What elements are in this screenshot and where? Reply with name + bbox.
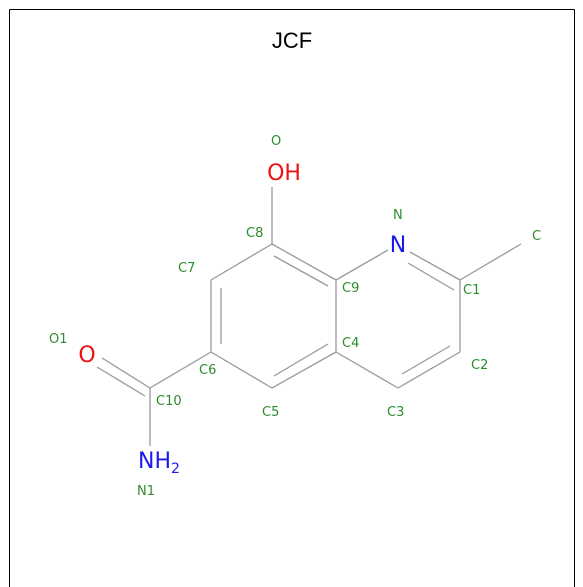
molecule-title: JCF <box>272 28 312 53</box>
annot-o1: O1 <box>49 332 68 347</box>
bond-n-c1-inner <box>407 262 455 291</box>
bond-c1-c <box>459 243 522 281</box>
annot-c4: C4 <box>342 336 359 351</box>
annot-c7: C7 <box>178 261 195 276</box>
annot-o: O <box>271 134 281 149</box>
annot-c10: C10 <box>156 394 182 409</box>
annot-c8: C8 <box>246 226 263 241</box>
bond-c2-c3-inner <box>401 345 451 375</box>
hydroxyl-oxygen-symbol: OH <box>267 161 301 186</box>
amide-nitrogen-main: NH <box>138 449 171 474</box>
bond-n-c1 <box>409 251 461 281</box>
bond-c3-c4 <box>335 351 399 389</box>
bond-c8-c9 <box>271 243 337 281</box>
carbonyl-oxygen-symbol: O <box>78 343 95 368</box>
bond-c2-c3 <box>397 351 461 389</box>
annot-c6: C6 <box>199 363 216 378</box>
annot-c1: C1 <box>463 283 480 298</box>
annot-c2: C2 <box>471 358 488 373</box>
bond-c4-c5-inner <box>273 343 329 377</box>
ring-nitrogen-symbol: N <box>390 233 406 258</box>
amide-nitrogen-subscript: 2 <box>171 461 180 477</box>
amide-nitrogen-symbol: NH2 <box>138 449 180 477</box>
annot-c3: C3 <box>387 405 404 420</box>
bond-c8-c9-inner <box>273 255 329 287</box>
bond-c6-c10 <box>149 351 212 389</box>
atom-symbols: OH O N NH2 <box>78 161 406 477</box>
annot-n: N <box>393 208 403 223</box>
bond-c5-c6 <box>210 351 273 389</box>
annot-n1: N1 <box>137 484 155 499</box>
bond-c10-o1-b <box>96 366 146 397</box>
bond-c10-o1-a <box>101 357 151 389</box>
viewer-border <box>9 9 575 587</box>
annot-c: C <box>532 229 541 244</box>
bond-c8-c7 <box>210 243 273 281</box>
bonds <box>96 187 522 446</box>
annot-c5: C5 <box>262 405 279 420</box>
bond-c9-n <box>335 249 389 281</box>
atom-annotations: O N C C8 C7 C9 C1 O1 C4 C6 C2 C10 C5 C3 … <box>49 134 541 499</box>
bond-c4-c5 <box>271 351 337 389</box>
annot-c9: C9 <box>342 281 359 296</box>
